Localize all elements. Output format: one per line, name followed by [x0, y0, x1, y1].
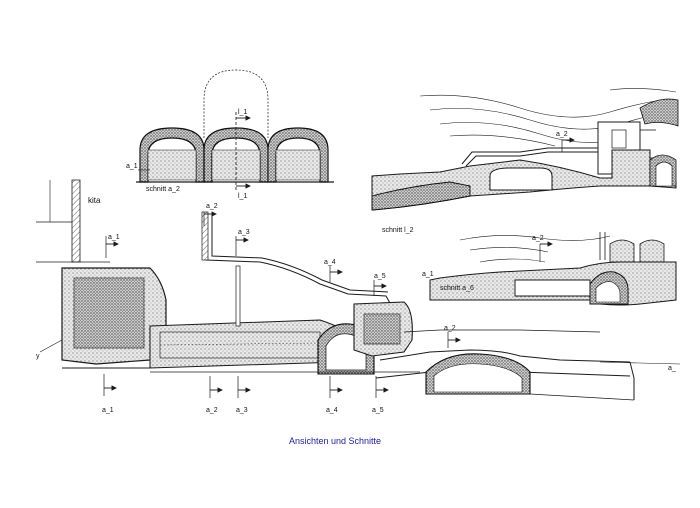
- cut-marks-top: a_1 a_2 a_3 a_4 a_5: [105, 203, 387, 296]
- right-edge-label: a_: [668, 365, 676, 372]
- cut-label-a6-a2: a_2: [532, 235, 544, 242]
- level-label-a6: a_1: [422, 271, 434, 278]
- section-title-a6: schnitt a_6: [440, 285, 474, 292]
- kita-label: kita: [88, 196, 101, 205]
- section-l2: a_2 schnitt l_2: [371, 88, 679, 234]
- cut-label-a4-bottom: a_4: [326, 407, 338, 414]
- cut-label-a4-top: a_4: [324, 259, 336, 266]
- cut-label-a5-bottom: a_5: [372, 407, 384, 414]
- cut-label-a1-top: a_1: [108, 234, 120, 241]
- cut-label-l1-bottom: l_1: [238, 193, 247, 200]
- section-a6: a_2 a_1 schnitt a_6: [422, 232, 677, 306]
- cut-label-a3-bottom: a_3: [236, 407, 248, 414]
- section-a2-vaults: l_1 l_1 a_1 schnitt a_2: [126, 69, 334, 200]
- cut-label-a2-top: a_2: [206, 203, 218, 210]
- sheet-caption: Ansichten und Schnitte: [288, 436, 382, 446]
- cut-label-a1-bottom: a_1: [102, 407, 114, 414]
- cut-marks-bottom: a_1 a_2 a_3 a_4 a_5: [102, 374, 389, 414]
- level-label-left: a_1: [126, 163, 138, 170]
- cut-label-l1-top: l_1: [238, 109, 247, 116]
- section-title-a2: schnitt a_2: [146, 186, 180, 193]
- left-edge-mark: y: [36, 353, 40, 360]
- cut-label-l2-a2: a_2: [556, 131, 568, 138]
- section-title-l2: schnitt l_2: [382, 227, 414, 234]
- main-long-section: kita y a_: [36, 179, 681, 414]
- cut-label-a2-bottom: a_2: [206, 407, 218, 414]
- cut-label-a5-top: a_5: [374, 273, 386, 280]
- cut-label-right-a2: a_2: [444, 325, 456, 332]
- cut-label-a3-top: a_3: [238, 229, 250, 236]
